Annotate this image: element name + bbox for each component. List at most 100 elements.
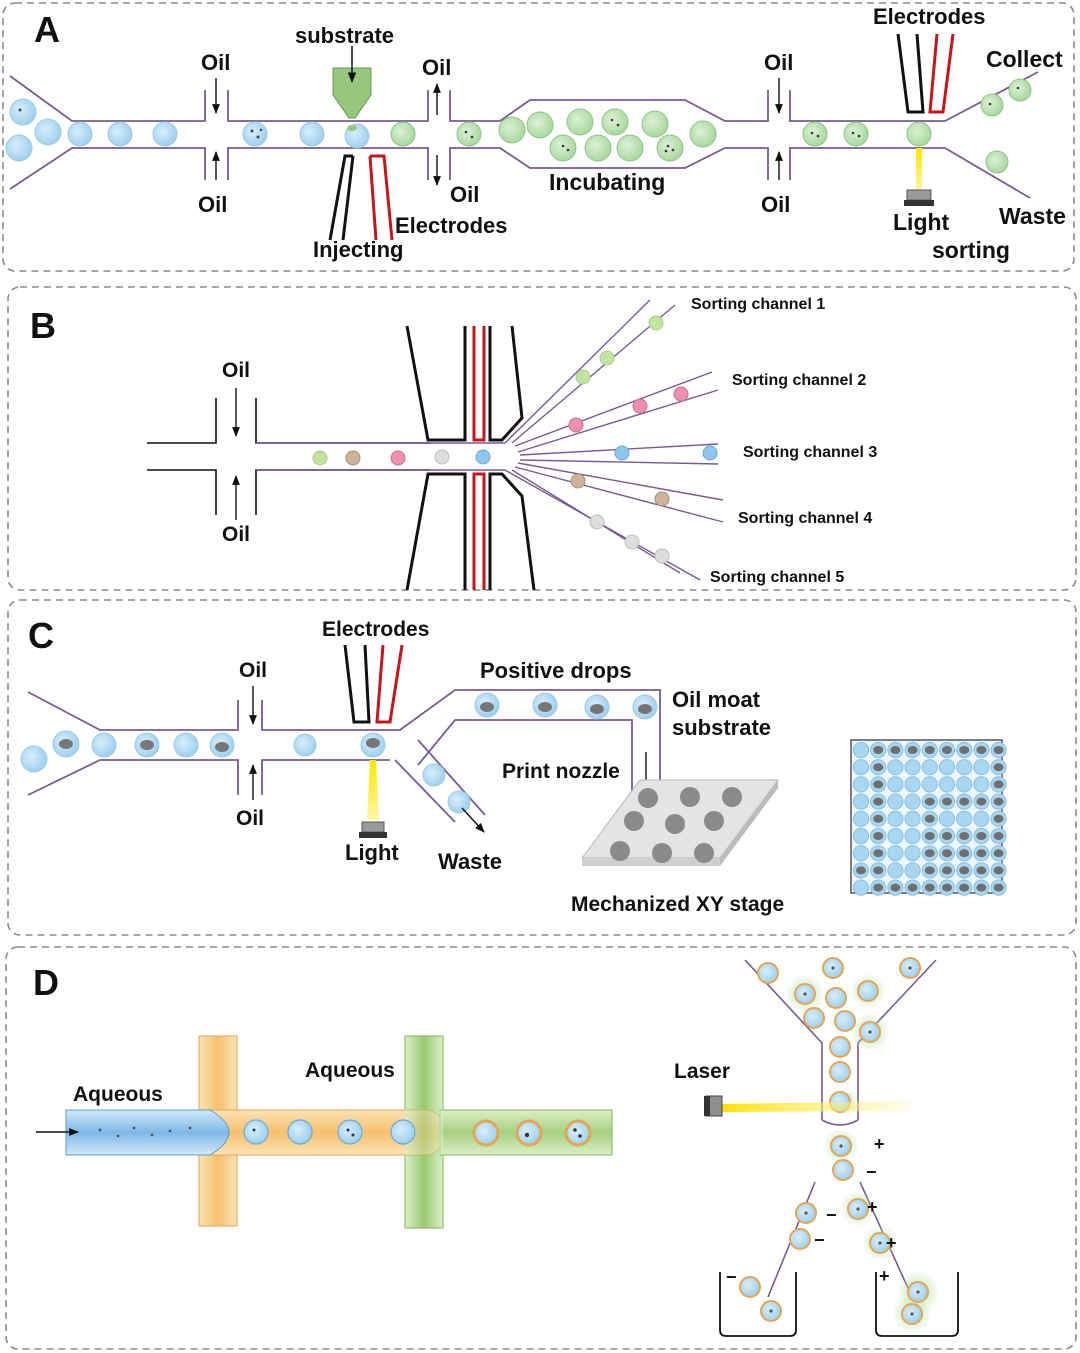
pattern-cell [924,849,935,858]
pattern-cell [942,832,952,840]
pattern-cell [959,832,970,840]
pattern-cell [942,746,952,754]
panel-c-letter: C [28,615,54,656]
pattern-cell [993,849,1004,858]
panel-d-plus-4: + [879,1266,890,1286]
panel-a-electrodes-label-2: Electrodes [873,4,986,29]
pattern-cell [856,866,866,875]
pattern-cell [907,883,918,892]
pattern-cell [924,832,935,840]
panel-a-collect-label: Collect [986,46,1063,72]
pattern-cell [959,866,970,875]
pattern-drop [921,776,938,793]
panel-c-electrodes-label: Electrodes [322,618,429,641]
pattern-drop [938,776,956,793]
panel-c-stage-label: Mechanized XY stage [571,893,784,916]
panel-c-oil-moat-label: Oil moat [672,687,761,712]
panel-a-oil-label-1: Oil [201,50,230,75]
panel-b-oil-label-2: Oil [222,523,250,546]
pattern-drop [904,759,921,776]
panel-a-oil-label-2: Oil [198,192,227,217]
panel-d-minus-3: − [814,1230,825,1250]
pattern-drop [887,845,904,862]
pattern-drop [887,862,904,879]
panel-a-sorting-label: sorting [932,237,1010,263]
panel-a-injecting-label: Injecting [313,237,403,262]
pattern-cell [993,746,1004,754]
panel-a-substrate-label: substrate [295,23,394,48]
pattern-drop [956,776,973,793]
panel-c-print-nozzle-label: Print nozzle [502,760,620,783]
panel-c-oil-label-1: Oil [239,659,267,682]
pattern-cell [993,883,1004,892]
pattern-cell [959,849,970,858]
pattern-cell [873,780,884,789]
panel-a-oil-label-5: Oil [764,50,793,75]
pattern-drop [973,776,990,793]
panel-d-plus-1: + [874,1134,885,1154]
panel-c: C [20,615,1007,916]
pattern-drop [973,759,990,776]
panel-b-letter: B [30,305,56,346]
pattern-cell [959,746,970,754]
pattern-cell [907,746,918,754]
pattern-drop [852,741,870,759]
pattern-cell [942,849,952,858]
pattern-drop [852,793,870,810]
pattern-drop [852,759,870,776]
pattern-cell [873,849,884,858]
pattern-cell [993,763,1004,772]
pattern-cell [993,814,1004,823]
panel-c-border [7,599,1077,936]
panel-a-letter: A [34,9,60,50]
panel-a-oil-label-6: Oil [761,192,790,217]
pattern-drop [956,810,973,827]
panel-d-laser-label: Laser [674,1060,730,1083]
pattern-cell [976,849,987,858]
pattern-drop [904,776,921,793]
pattern-cell [890,746,901,754]
pattern-drop [887,810,904,827]
pattern-cell [976,797,987,806]
panel-b-oil-label-1: Oil [222,359,250,382]
pattern-drop [852,845,870,862]
pattern-drop [887,793,904,810]
panel-a-border [2,2,1075,272]
panel-c-waste-label: Waste [438,849,502,874]
pattern-drop [921,759,938,776]
pattern-drop [938,810,956,827]
pattern-cell [924,883,935,892]
panel-d-plus-2: + [867,1197,878,1217]
panel-c-light-label: Light [345,840,399,865]
panel-a-electrodes-label: Electrodes [395,213,508,238]
pattern-cell [942,797,952,806]
panel-d-letter: D [33,962,59,1003]
pattern-cell [873,883,884,892]
pattern-drop [904,862,921,879]
pattern-drop [887,776,904,793]
panel-b-channel-4: Sorting channel 4 [738,510,872,527]
pattern-drop [904,793,921,810]
pattern-cell [976,866,987,875]
pattern-cell [924,866,935,875]
pattern-drop [938,759,956,776]
pattern-cell [976,883,987,892]
pattern-cell [976,746,987,754]
pattern-drop [852,776,870,793]
panel-c-positive-drops-label: Positive drops [480,658,632,683]
pattern-cell [993,866,1004,875]
pattern-cell [873,797,884,806]
panel-b-channel-2: Sorting channel 2 [732,372,866,389]
pattern-cell [993,780,1004,789]
pattern-cell [976,832,987,840]
pattern-cell [873,814,884,823]
pattern-cell [924,746,935,754]
pattern-cell [942,866,952,875]
pattern-drop [904,845,921,862]
panel-c-substrate-label: substrate [672,715,771,740]
panel-a-oil-label-3: Oil [422,55,451,80]
panel-a-oil-label-4: Oil [450,182,479,207]
panel-b-channel-5: Sorting channel 5 [710,569,844,586]
pattern-drop [852,827,870,845]
